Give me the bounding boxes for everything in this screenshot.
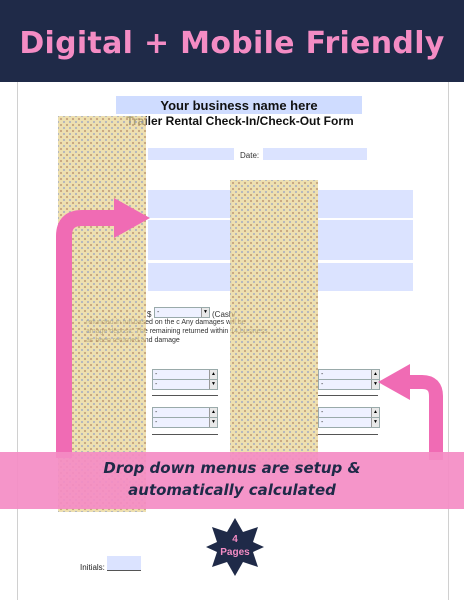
badge-label: Pages xyxy=(220,547,250,558)
business-name-field[interactable] xyxy=(116,96,362,114)
date-field[interactable] xyxy=(263,148,367,160)
curved-arrow-right-icon xyxy=(56,198,150,458)
initials-label: Initials: xyxy=(80,563,105,572)
initials-field[interactable] xyxy=(107,556,141,570)
chevron-down-icon[interactable]: ▲ xyxy=(209,370,217,379)
chevron-down-icon[interactable]: ▼ xyxy=(371,380,379,389)
info-field-2[interactable] xyxy=(148,220,232,260)
underline xyxy=(318,395,378,396)
dropdown-c2[interactable]: -▼ xyxy=(152,417,218,428)
header-bar xyxy=(0,0,464,82)
header-title: Digital + Mobile Friendly xyxy=(19,26,445,61)
starburst-icon xyxy=(206,518,264,576)
info-field-6[interactable] xyxy=(318,263,413,291)
form-title: Trailer Rental Check-In/Check-Out Form xyxy=(126,114,354,128)
underline xyxy=(318,434,378,435)
dropdown-d2[interactable]: -▼ xyxy=(318,417,380,428)
info-field-3[interactable] xyxy=(148,263,232,291)
deposit-suffix: (Cash/ xyxy=(212,310,236,319)
underline xyxy=(152,434,218,435)
feature-banner xyxy=(0,452,464,509)
deposit-prefix: $ xyxy=(147,310,152,319)
chevron-down-icon[interactable]: ▼ xyxy=(209,418,217,427)
date-label: Date: xyxy=(240,151,260,160)
chevron-down-icon[interactable]: ▲ xyxy=(209,408,217,417)
chevron-down-icon[interactable]: ▲ xyxy=(371,408,379,417)
info-field-1[interactable] xyxy=(148,190,232,218)
underline xyxy=(152,395,218,396)
terms-line-1: refunded in full based on the c Any dama… xyxy=(86,319,246,326)
banner-line-2: automatically calculated xyxy=(128,481,336,499)
pattern-column-right xyxy=(230,180,318,470)
deposit-dropdown[interactable]: - ▼ xyxy=(154,307,210,318)
badge-page-count: 4 xyxy=(232,534,238,545)
deposit-dropdown-value: - xyxy=(157,309,160,316)
curved-arrow-left-icon xyxy=(378,364,443,460)
info-field-5[interactable] xyxy=(318,220,413,260)
customer-name-field[interactable] xyxy=(148,148,234,160)
business-name: Your business name here xyxy=(160,98,318,113)
chevron-down-icon[interactable]: ▲ xyxy=(371,370,379,379)
underline xyxy=(107,570,141,571)
pattern-column-left xyxy=(58,116,146,512)
chevron-down-icon[interactable]: ▼ xyxy=(209,380,217,389)
dropdown-a2[interactable]: -▼ xyxy=(152,379,218,390)
chevron-down-icon[interactable]: ▼ xyxy=(371,418,379,427)
chevron-down-icon[interactable]: ▼ xyxy=(201,308,209,317)
terms-line-2: amage deposit. The remaining returned wi… xyxy=(86,328,268,335)
banner-line-1: Drop down menus are setup & xyxy=(103,459,361,477)
dropdown-b2[interactable]: -▼ xyxy=(318,379,380,390)
info-field-4[interactable] xyxy=(318,190,413,218)
